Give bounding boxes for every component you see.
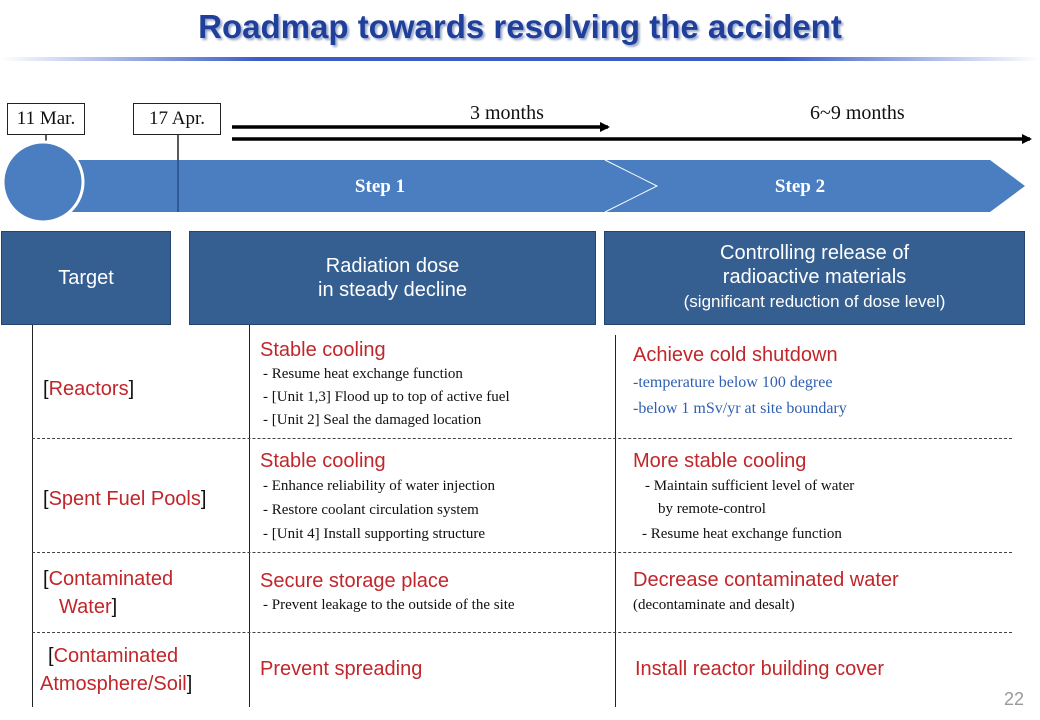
- step2-target-line2: radioactive materials: [722, 266, 907, 288]
- water-step1-heading: Secure storage place: [260, 570, 450, 592]
- step2-label: Step 2: [774, 176, 826, 197]
- pools-step1-item: - [Unit 4] Install supporting structure: [263, 526, 486, 542]
- category-contaminated-atmosphere-soil: [Contaminated Atmosphere/Soil]: [40, 645, 193, 695]
- category-spent-fuel-pools: [Spent Fuel Pools]: [43, 488, 207, 510]
- column-line-mid: [249, 325, 250, 707]
- pools-step2-item: by remote-control: [658, 501, 766, 517]
- step1-target-line1: Radiation dose: [325, 255, 460, 277]
- soil-step2-heading: Install reactor building cover: [635, 658, 885, 680]
- water-step2-heading: Decrease contaminated water: [633, 569, 899, 591]
- timeline-graphic: [1, 122, 1032, 224]
- step1-target-line2: in steady decline: [318, 279, 467, 301]
- target-header: Target: [1, 231, 171, 325]
- pools-step1-item: - Restore coolant circulation system: [263, 502, 479, 518]
- category-reactors: [Reactors]: [43, 378, 135, 400]
- title-underline: [0, 57, 1040, 61]
- pools-step2-item: - Maintain sufficient level of water: [645, 478, 855, 494]
- reactors-step1-item: - [Unit 2] Seal the damaged location: [263, 412, 482, 428]
- reactors-step1-item: - [Unit 1,3] Flood up to top of active f…: [263, 389, 510, 405]
- target-header-label: Target: [58, 266, 114, 289]
- pools-step2-item: - Resume heat exchange function: [642, 526, 842, 542]
- column-line-right: [615, 335, 616, 707]
- date-box-step1: 17 Apr.: [133, 103, 221, 135]
- water-step2-item: (decontaminate and desalt): [633, 597, 795, 613]
- pools-step1-heading: Stable cooling: [260, 450, 386, 472]
- duration-step1-label: 3 months: [470, 102, 544, 124]
- row-divider: [32, 438, 1012, 439]
- pools-step1-item: - Enhance reliability of water injection: [263, 478, 495, 494]
- soil-step1-heading: Prevent spreading: [260, 658, 423, 680]
- category-contaminated-water: [Contaminated Water]: [43, 568, 174, 618]
- row-divider: [32, 632, 1012, 633]
- duration-step2-label: 6~9 months: [810, 102, 905, 124]
- row-divider: [32, 552, 1012, 553]
- step2-target-line1: Controlling release of: [720, 242, 909, 264]
- column-line-left: [32, 325, 33, 707]
- water-step1-item: - Prevent leakage to the outside of the …: [263, 597, 515, 613]
- start-circle-icon: [1, 140, 85, 224]
- page-title: Roadmap towards resolving the accident: [198, 8, 842, 45]
- step-ribbon: [70, 159, 1025, 213]
- date-box-start: 11 Mar.: [7, 103, 85, 135]
- reactors-step2-item: -temperature below 100 degree: [633, 374, 833, 391]
- step2-target-line3: (significant reduction of dose level): [683, 292, 946, 311]
- step1-target-header: Radiation dose in steady decline: [189, 231, 596, 325]
- pools-step2-heading: More stable cooling: [633, 450, 807, 472]
- reactors-step2-heading: Achieve cold shutdown: [633, 344, 838, 366]
- reactors-step1-item: - Resume heat exchange function: [263, 366, 463, 382]
- reactors-step1-heading: Stable cooling: [260, 339, 386, 361]
- step2-target-header: Controlling release of radioactive mater…: [604, 231, 1025, 325]
- step1-label: Step 1: [354, 176, 406, 197]
- reactors-step2-item: -below 1 mSv/yr at site boundary: [633, 400, 847, 417]
- page-number: 22: [1003, 689, 1024, 709]
